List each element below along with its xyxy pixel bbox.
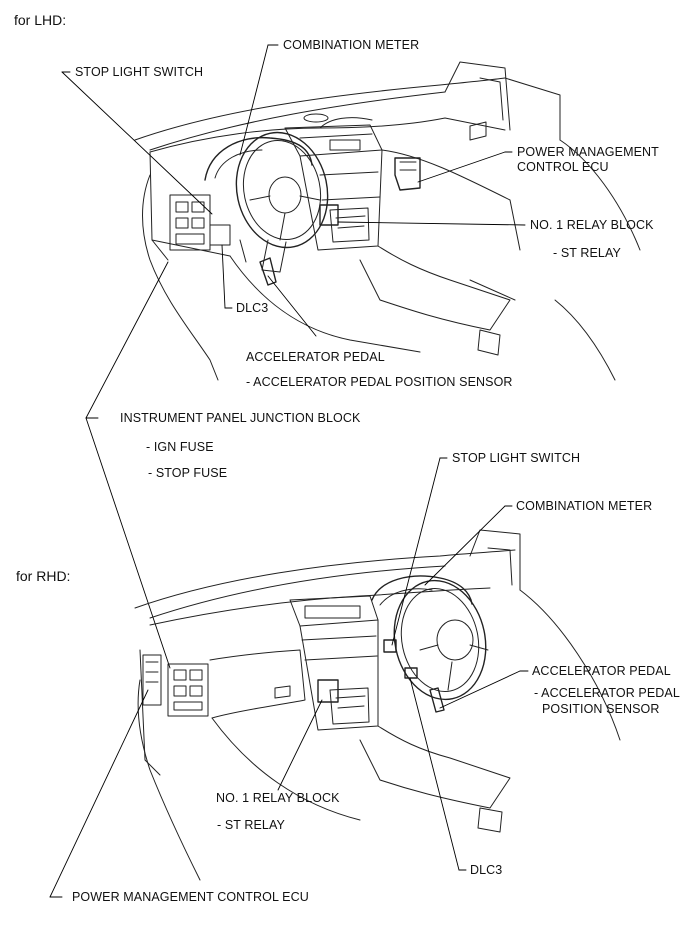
rhd-dlc3-label: DLC3 xyxy=(470,863,503,877)
rhd-dashboard-illustration xyxy=(134,529,621,881)
lhd-section-title: for LHD: xyxy=(14,12,67,28)
lhd-accelerator-pedal-label: ACCELERATOR PEDAL xyxy=(246,350,385,364)
rhd-leader-lines xyxy=(49,457,529,898)
rhd-power-management-label: POWER MANAGEMENT CONTROL ECU xyxy=(72,890,309,904)
ign-fuse-label: - IGN FUSE xyxy=(146,440,214,454)
rhd-accelerator-sensor-label-line1: - ACCELERATOR PEDAL xyxy=(534,686,680,700)
lhd-dlc3-label: DLC3 xyxy=(236,301,269,315)
rhd-accelerator-pedal-label: ACCELERATOR PEDAL xyxy=(532,664,671,678)
rhd-relay-block-label: NO. 1 RELAY BLOCK xyxy=(216,791,340,805)
rhd-combination-meter-label: COMBINATION METER xyxy=(516,499,653,513)
lhd-leader-lines xyxy=(61,44,526,669)
rhd-accelerator-sensor-label-line2: POSITION SENSOR xyxy=(542,702,660,716)
lhd-stop-light-switch-label: STOP LIGHT SWITCH xyxy=(75,65,204,79)
rhd-stop-light-switch-label: STOP LIGHT SWITCH xyxy=(452,451,581,465)
lhd-dashboard-illustration xyxy=(134,61,641,381)
stop-fuse-label: - STOP FUSE xyxy=(148,466,228,480)
lhd-power-management-label-line1: POWER MANAGEMENT xyxy=(517,145,659,159)
rhd-st-relay-label: - ST RELAY xyxy=(217,818,285,832)
lhd-power-management-label-line2: CONTROL ECU xyxy=(517,160,609,174)
rhd-section-title: for RHD: xyxy=(16,568,71,584)
lhd-combination-meter-label: COMBINATION METER xyxy=(283,38,420,52)
lhd-st-relay-label: - ST RELAY xyxy=(553,246,621,260)
junction-block-label: INSTRUMENT PANEL JUNCTION BLOCK xyxy=(120,411,361,425)
lhd-relay-block-label: NO. 1 RELAY BLOCK xyxy=(530,218,654,232)
lhd-accelerator-sensor-label: - ACCELERATOR PEDAL POSITION SENSOR xyxy=(246,375,513,389)
